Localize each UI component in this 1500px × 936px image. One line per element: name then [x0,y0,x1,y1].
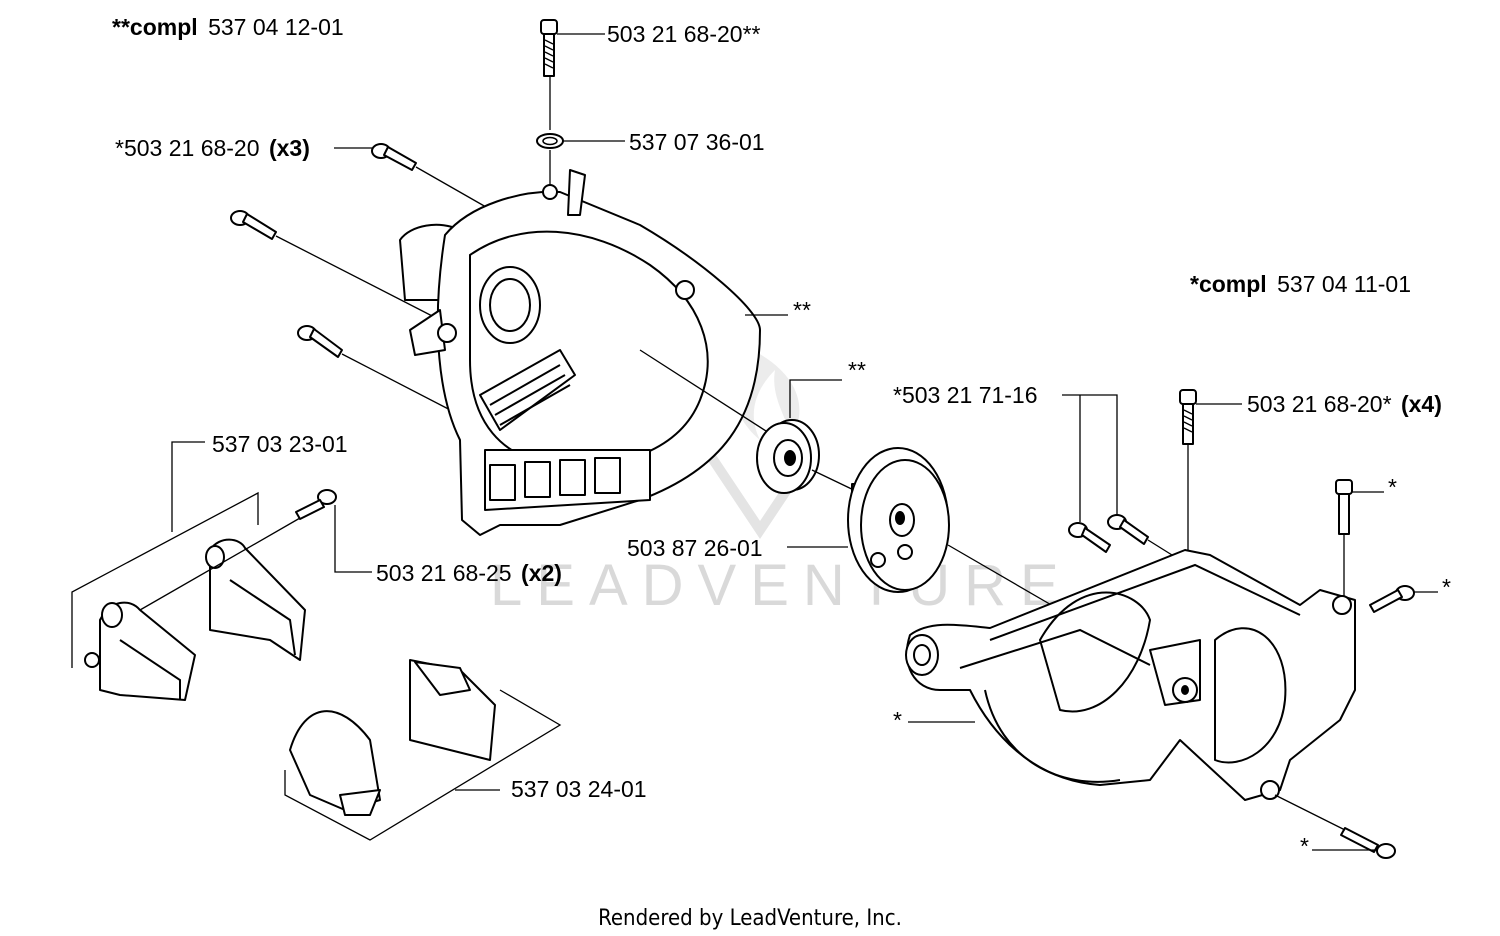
screw-x3-a[interactable] [371,143,417,171]
watermark-text: LEADVENTURE [490,553,1073,618]
assembly-left-prefix: **compl [112,14,198,40]
screw-x2[interactable] [295,489,337,520]
callout-screws-x4: 503 21 68-20* (x4) [1247,391,1442,417]
callout-screws-x3-part: *503 21 68-20 [115,135,260,161]
assembly-right-prefix: *compl [1190,271,1267,297]
callout-crankcase-right: * [893,707,902,733]
callout-screws-7116: *503 21 71-16 [893,382,1038,408]
washer-top[interactable] [536,133,564,149]
assembly-left-part: 537 04 12-01 [208,14,344,40]
screw-bottom[interactable] [1340,827,1396,859]
callout-screws-x2-part: 503 21 68-25 [376,560,512,586]
screw-top[interactable] [540,19,558,77]
callout-screws-x4-qty: (x4) [1401,391,1442,417]
assembly-right-label: *compl 537 04 11-01 [1190,271,1411,297]
callout-screws-x3-qty: (x3) [269,135,310,161]
callout-clip-lower: 537 03 24-01 [511,776,647,802]
assembly-right-part: 537 04 11-01 [1277,271,1411,297]
bearing[interactable] [756,419,820,494]
flywheel[interactable] [847,447,950,593]
clip-upper-left[interactable] [84,601,196,701]
watermark: LEADVENTURE [490,345,1073,618]
clip-lower-left[interactable] [289,710,381,816]
callout-screw-top: 503 21 68-20** [607,21,761,47]
callout-crankcase-left: ** [793,297,811,323]
callout-screws-x4-part: 503 21 68-20* [1247,391,1392,417]
callout-screw-r1: * [1388,474,1397,500]
screws-7116-a[interactable] [1068,522,1111,553]
callout-screw-r2: * [1442,574,1451,600]
crankcase-left[interactable] [399,169,761,536]
screw-x3-c[interactable] [297,325,343,358]
screw-r2[interactable] [1369,585,1415,613]
assembly-left-label: **compl 537 04 12-01 [112,14,344,40]
callout-screws-x3: *503 21 68-20 (x3) [115,135,310,161]
footer-credit: Rendered by LeadVenture, Inc. [598,906,902,931]
screw-x3-b[interactable] [230,210,277,240]
clip-upper-right[interactable] [205,538,306,661]
callout-clip-upper: 537 03 23-01 [212,431,348,457]
callout-screws-x2: 503 21 68-25 (x2) [376,560,562,586]
callout-flywheel: 503 87 26-01 [627,535,763,561]
screws-7116-b[interactable] [1107,514,1149,545]
callout-washer-top: 537 07 36-01 [629,129,765,155]
screw-x4[interactable] [1179,389,1197,445]
callout-screw-bottom: * [1300,833,1309,859]
screw-r1[interactable] [1335,479,1353,535]
clip-lower-right[interactable] [409,659,496,761]
callout-bearing: ** [848,357,866,383]
callout-screws-x2-qty: (x2) [521,560,562,586]
crankcase-right[interactable] [905,549,1356,801]
